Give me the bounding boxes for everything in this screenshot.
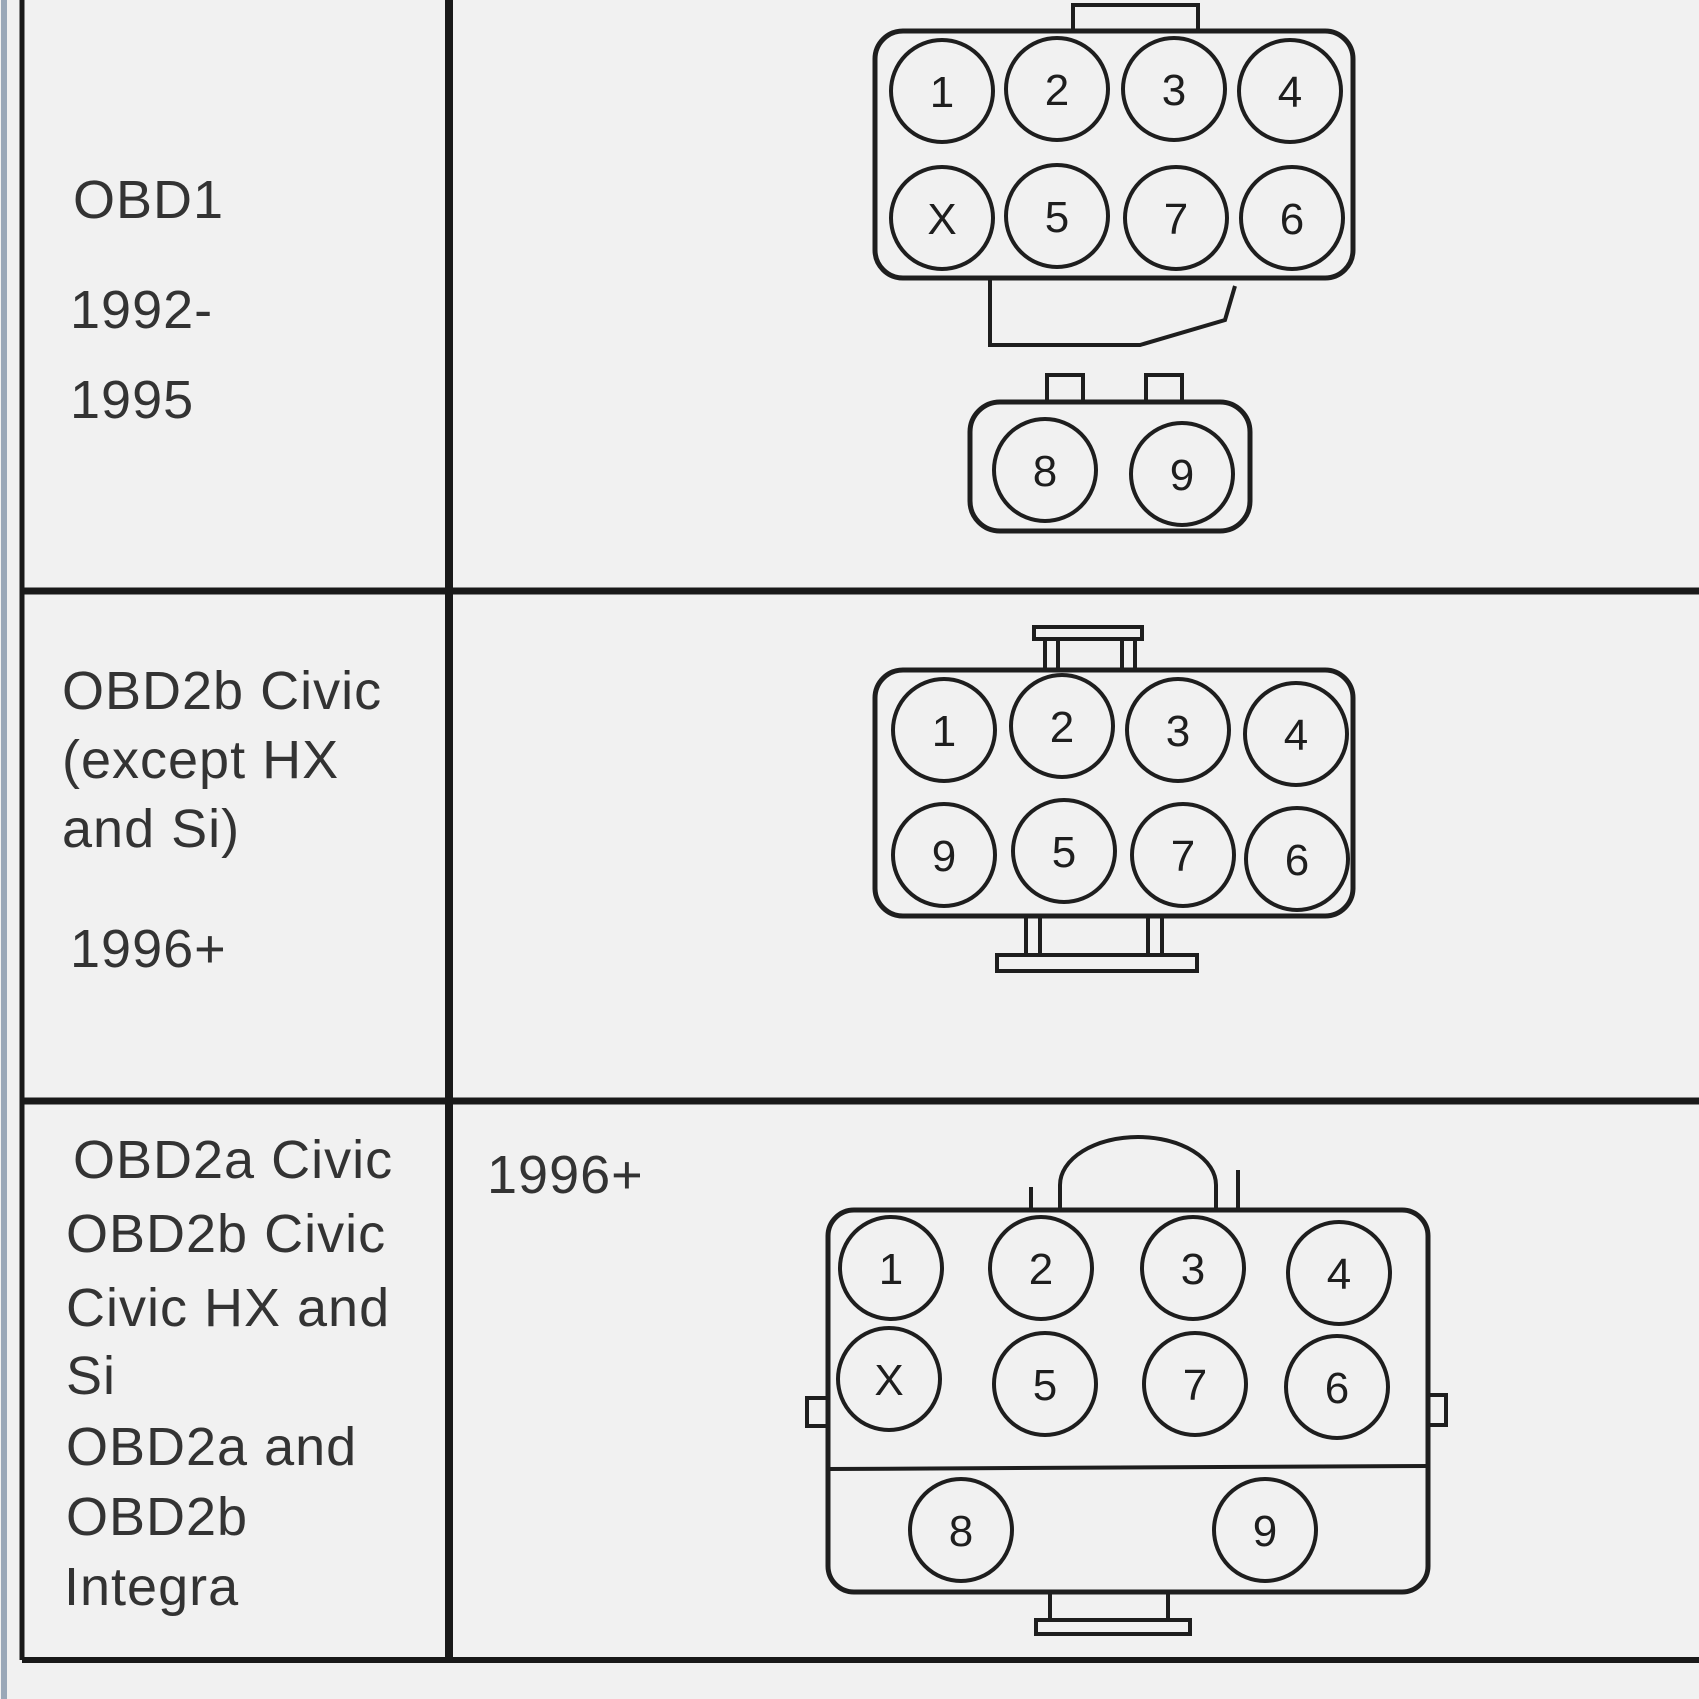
pin-label: 7 <box>1171 832 1195 881</box>
label-line: OBD2b Civic <box>66 1204 386 1264</box>
connector-pin: 1 <box>838 1215 944 1321</box>
pin-label: 8 <box>949 1507 973 1556</box>
pin-label: 8 <box>1033 447 1057 496</box>
connector-pin: 7 <box>1142 1331 1248 1437</box>
label-line: and Si) <box>62 799 240 859</box>
connector-pin: 4 <box>1237 38 1343 144</box>
obd2b-civic-connector: 1 2 3 4 9 5 7 <box>872 625 1356 973</box>
pin-label: 5 <box>1045 193 1069 242</box>
connector-pin: 3 <box>1140 1215 1246 1321</box>
connector-pin: 8 <box>908 1477 1014 1583</box>
pin-label: 4 <box>1327 1250 1351 1299</box>
connector-pin: 7 <box>1123 165 1229 271</box>
table-background <box>20 0 1699 1660</box>
side-tab-left <box>805 1396 830 1428</box>
row-obd1: OBD1 1992- 1995 1 2 3 4 <box>70 3 1356 534</box>
pin-label: X <box>927 195 956 244</box>
pin-label: X <box>874 1356 903 1405</box>
connector-pin: 4 <box>1243 681 1349 787</box>
pin-label: 6 <box>1285 836 1309 885</box>
pin-label: 1 <box>930 68 954 117</box>
label-line: Integra <box>64 1557 239 1617</box>
pin-label: 4 <box>1284 711 1308 760</box>
pin-label: 9 <box>1253 1507 1277 1556</box>
connector-shell <box>967 399 1253 534</box>
label-line: 1996+ <box>70 919 227 979</box>
connector-pin: 2 <box>1009 673 1115 779</box>
pin-label: 3 <box>1166 707 1190 756</box>
pin-label: 1 <box>879 1245 903 1294</box>
label-line: Si <box>66 1346 116 1406</box>
label-line: Civic HX and <box>66 1278 390 1338</box>
pin-label: 3 <box>1181 1245 1205 1294</box>
label-line: OBD2b <box>66 1487 248 1547</box>
label-line: 1995 <box>70 370 194 430</box>
pin-label: 4 <box>1278 68 1302 117</box>
obd2a-integra-connector: 1 2 3 4 X 5 7 <box>805 1135 1448 1636</box>
pin-label: 9 <box>1170 451 1194 500</box>
table-grid <box>19 0 1699 1663</box>
pin-label: 1 <box>932 707 956 756</box>
connector-pin: 7 <box>1130 802 1236 908</box>
pin-label: 6 <box>1280 195 1304 244</box>
row-obd1-label: OBD1 1992- 1995 <box>70 170 224 430</box>
connector-latch <box>995 953 1199 973</box>
pin-label: 7 <box>1164 195 1188 244</box>
obd1-main-connector: 1 2 3 4 X 5 7 <box>872 3 1356 347</box>
connector-pin: 6 <box>1244 806 1350 912</box>
connector-pin: 1 <box>891 677 997 783</box>
connector-partition <box>827 1464 1429 1471</box>
connector-pin: X <box>836 1326 942 1432</box>
pin-label: 6 <box>1325 1364 1349 1413</box>
pin-label: 7 <box>1183 1361 1207 1410</box>
connector-shell <box>872 28 1356 281</box>
connector-shell <box>872 667 1356 919</box>
year-note: 1996+ <box>487 1145 644 1205</box>
pin-label: 3 <box>1162 66 1186 115</box>
connector-pin: 6 <box>1284 1334 1390 1440</box>
connector-tab <box>988 278 1237 347</box>
connector-pin: 3 <box>1121 36 1227 142</box>
connector-hood <box>1058 1135 1218 1210</box>
connector-latch <box>1034 1618 1192 1636</box>
connector-latch <box>1032 625 1144 641</box>
connector-pin: 8 <box>992 417 1098 523</box>
pin-label: 2 <box>1050 703 1074 752</box>
pin-label: 2 <box>1045 66 1069 115</box>
obd1-aux-connector: 8 9 <box>967 373 1253 534</box>
pin-label: 9 <box>932 832 956 881</box>
label-line: OBD2b Civic <box>62 661 382 721</box>
connector-pin: 2 <box>988 1215 1094 1321</box>
connector-pin: 5 <box>1004 163 1110 269</box>
latch-posts <box>1048 1592 1170 1620</box>
connector-pin: X <box>889 165 995 271</box>
label-line: (except HX <box>62 730 339 790</box>
connector-pin: 4 <box>1286 1220 1392 1326</box>
connector-pin: 9 <box>1212 1477 1318 1583</box>
connector-pin: 9 <box>891 802 997 908</box>
pin-label: 5 <box>1033 1361 1057 1410</box>
latch-posts <box>1043 639 1137 670</box>
connector-pin: 1 <box>889 38 995 144</box>
pin-label: 5 <box>1052 828 1076 877</box>
row-obd2b-civic: OBD2b Civic (except HX and Si) 1996+ 1 2… <box>62 625 1356 979</box>
pin-label: 2 <box>1029 1245 1053 1294</box>
label-line: OBD1 <box>73 170 224 230</box>
connector-pin: 5 <box>1011 798 1117 904</box>
label-line: OBD2a Civic <box>73 1130 393 1190</box>
label-line: OBD2a and <box>66 1417 357 1477</box>
connector-pin: 6 <box>1239 165 1345 271</box>
connector-pin: 9 <box>1129 421 1235 527</box>
row-obd2a-integra-label: OBD2a Civic OBD2b Civic Civic HX and Si … <box>64 1130 393 1617</box>
connector-pin: 3 <box>1125 677 1231 783</box>
connector-pin: 2 <box>1004 36 1110 142</box>
latch-posts <box>1024 916 1164 955</box>
row-obd2a-integra: OBD2a Civic OBD2b Civic Civic HX and Si … <box>64 1130 1448 1636</box>
label-line: 1992- <box>70 280 213 340</box>
row-obd2b-civic-label: OBD2b Civic (except HX and Si) 1996+ <box>62 661 382 979</box>
connector-pin: 5 <box>992 1331 1098 1437</box>
hood-posts <box>1029 1170 1240 1210</box>
side-tab-right <box>1426 1393 1448 1427</box>
